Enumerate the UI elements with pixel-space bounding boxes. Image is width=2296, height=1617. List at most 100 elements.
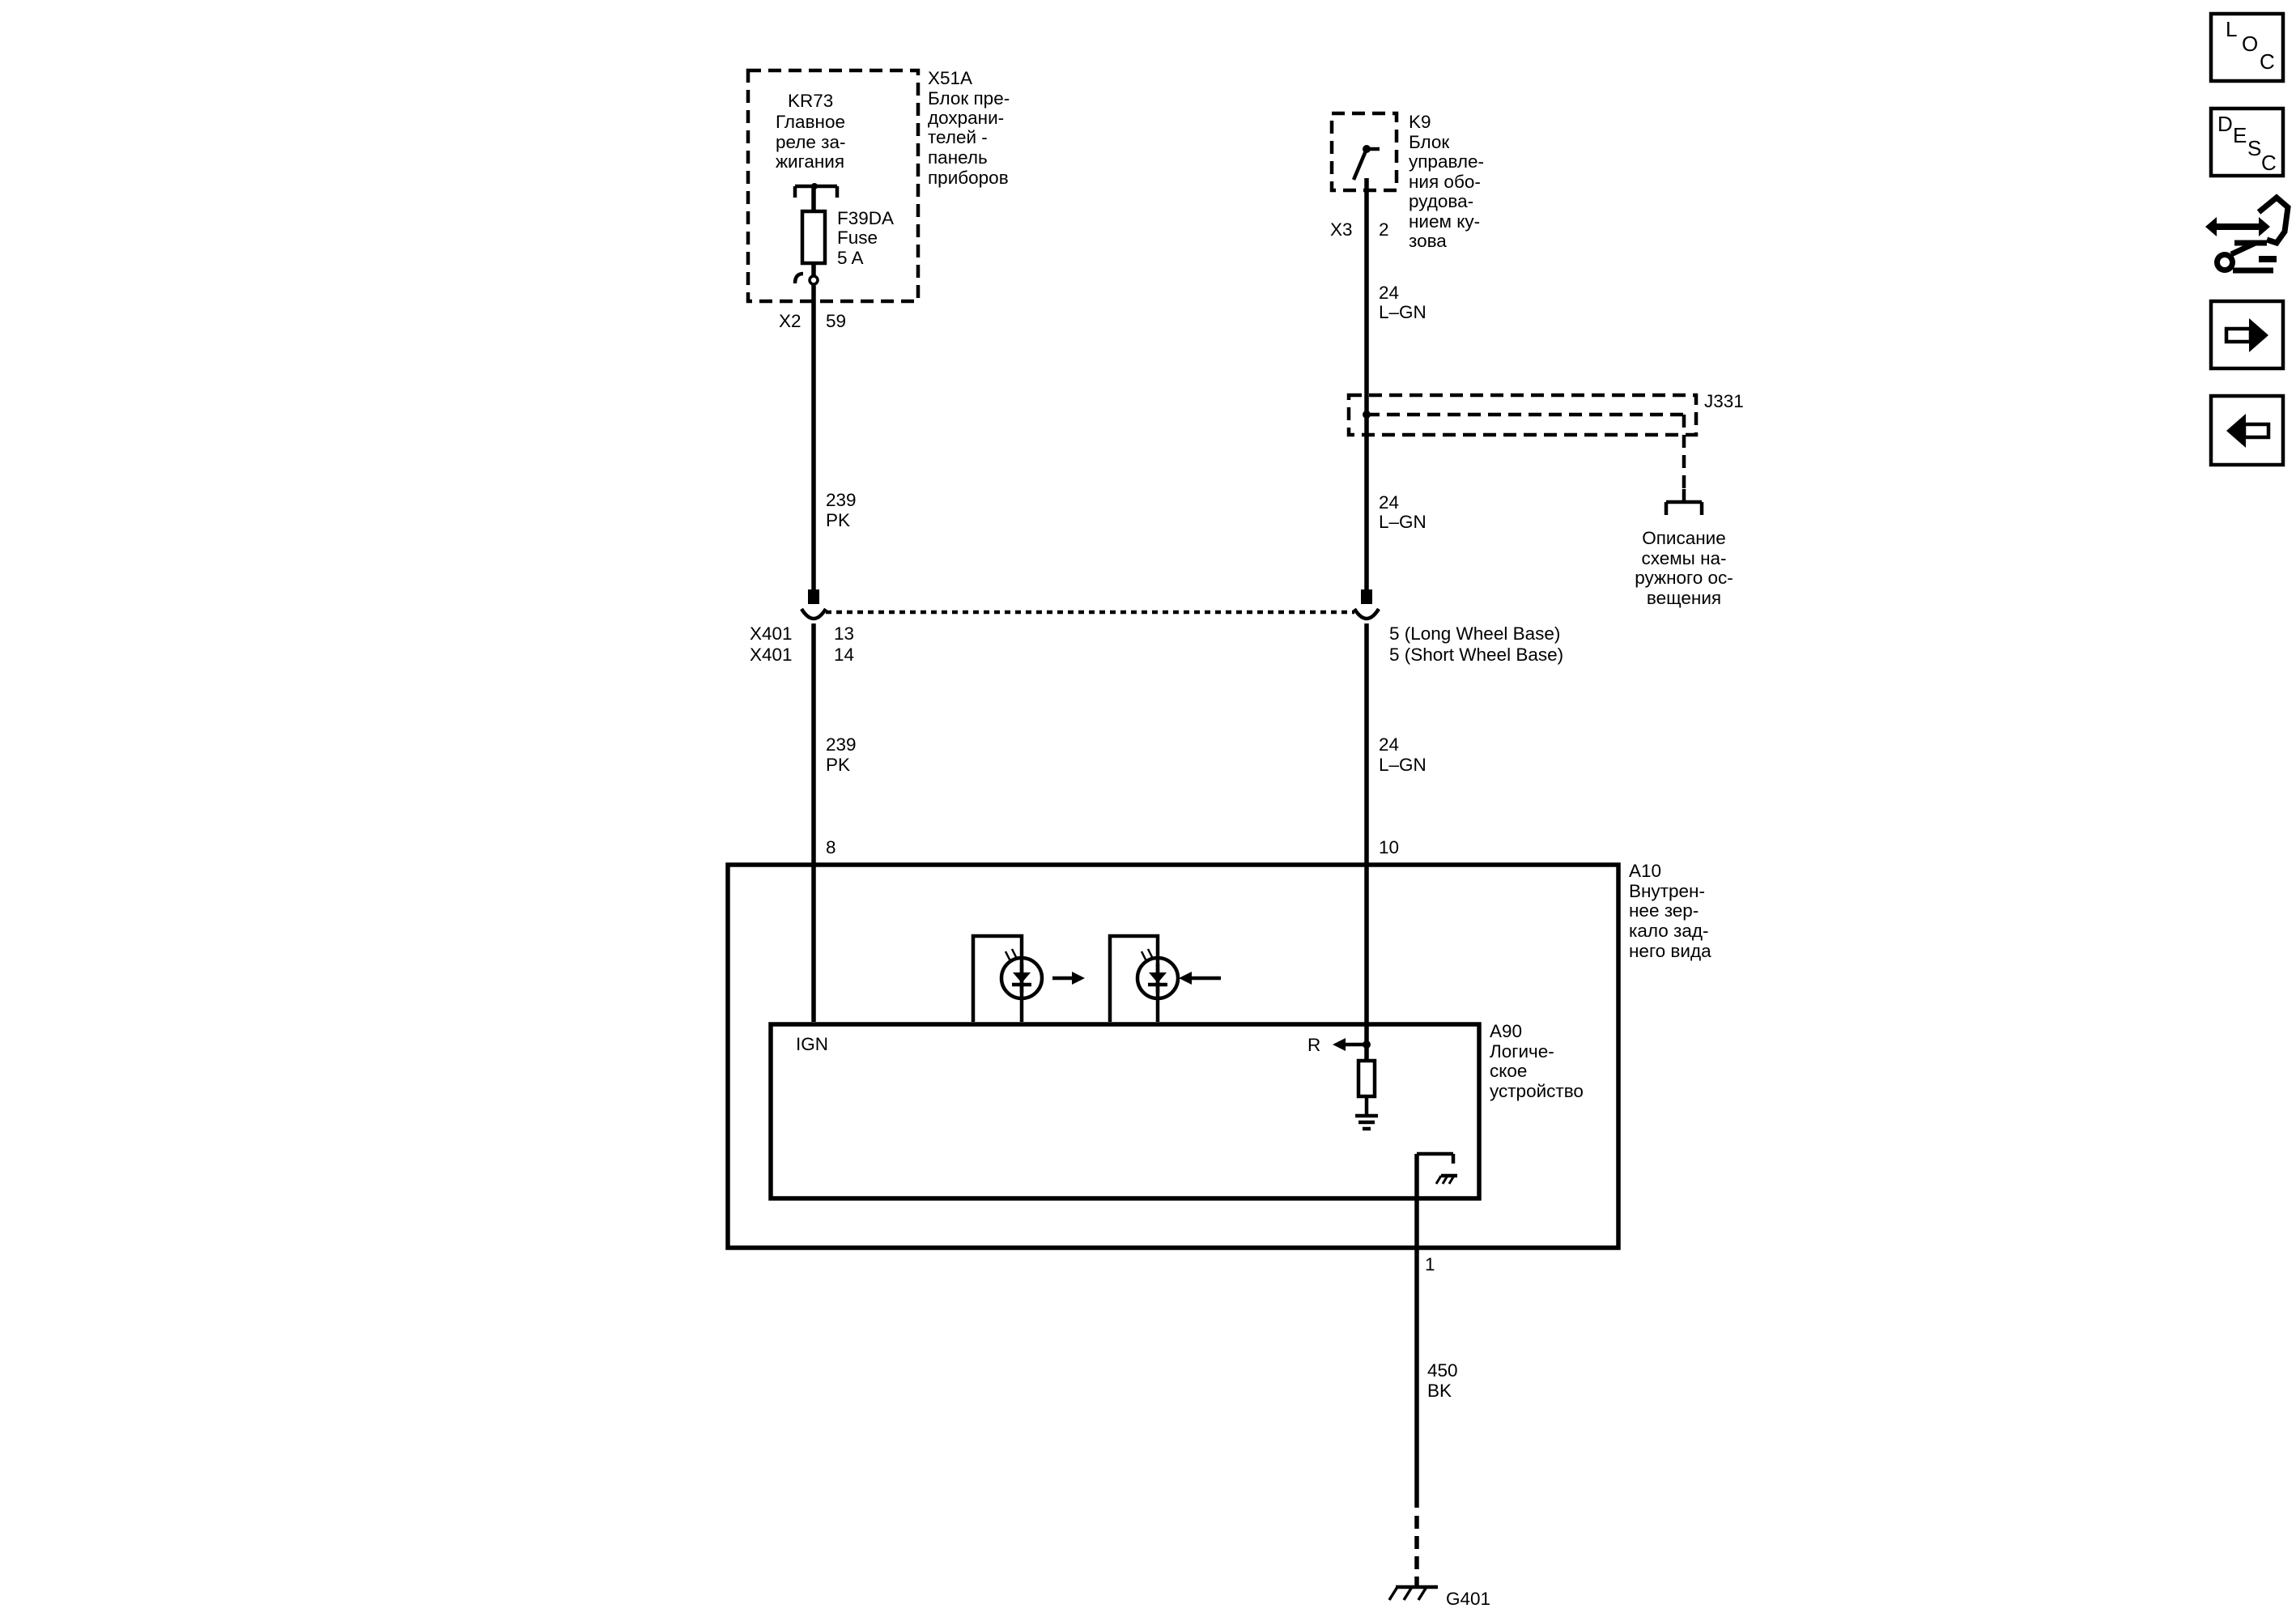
fuse-block-id: X51A [928, 68, 972, 88]
bcm-desc-4: рудова- [1409, 191, 1473, 211]
loc-letter-l: L [2226, 17, 2237, 41]
relay-desc-2: реле за- [776, 132, 846, 152]
fuse-id: F39DA [837, 208, 894, 228]
logic-outline [768, 1022, 1482, 1201]
relay-desc-1: Главное [776, 112, 845, 132]
signal-connector-pin [1361, 589, 1372, 604]
fuse-block-desc-5: приборов [928, 168, 1009, 188]
bcm-desc-3: ния обо- [1409, 172, 1481, 192]
splice-node [1363, 411, 1371, 419]
harness-routing-icon [2205, 194, 2291, 274]
x401-row1-pin: 13 [834, 623, 854, 644]
logic-desc-2: ское [1490, 1061, 1527, 1081]
loc-button[interactable]: L O C [2209, 11, 2285, 83]
desc-letter-d: D [2217, 112, 2233, 136]
logic-id: A90 [1490, 1021, 1522, 1041]
logic-a90: IGN R A90 Логиче- ское устройство [768, 1021, 1584, 1248]
sig-mid-color: L–GN [1379, 512, 1426, 532]
x401-row2-id: X401 [750, 645, 793, 665]
mirror-desc-3: кало зад- [1629, 921, 1708, 941]
internal-ground-symbol [1414, 1151, 1457, 1248]
splice-ref-2: схемы на- [1641, 548, 1726, 568]
mirror-a10: A10 Внутрен- нее зер- кало зад- него вид… [725, 837, 1711, 1274]
sig-lower-color: L–GN [1379, 755, 1426, 775]
splice-outline [1346, 393, 1699, 437]
x401-row2-pin-right: 5 (Short Wheel Base) [1389, 645, 1563, 665]
desc-letter-s: S [2247, 136, 2261, 160]
desc-letter-c: C [2261, 151, 2277, 175]
bcm-outline [1329, 111, 1399, 193]
chassis-ground-g401: G401 [1388, 1585, 1490, 1609]
arrow-right-icon [2224, 318, 2268, 352]
signal-connector-cup [1353, 607, 1380, 621]
loc-letter-c: C [2260, 49, 2275, 74]
fuse-rating: 5 A [837, 248, 864, 268]
mirror-desc-2: нее зер- [1629, 900, 1699, 921]
fuse-block-x51a: X51A Блок пре- дохрани- телей - панель п… [746, 68, 1010, 331]
ground-id: G401 [1446, 1589, 1490, 1609]
splice-ref-1: Описание [1642, 528, 1726, 548]
bcm-desc-1: Блок [1409, 132, 1449, 152]
fuse-f39da-symbol [800, 209, 827, 266]
desc-button[interactable]: D E S C [2209, 106, 2285, 178]
arrow-left-icon [2226, 414, 2271, 448]
next-button[interactable] [2209, 299, 2285, 371]
bcm-desc-6: зова [1409, 231, 1447, 251]
mirror-pin-sig: 10 [1379, 837, 1399, 857]
sig-lower-circuit: 24 [1379, 734, 1399, 755]
splice-j331: J331 Описание схемы на- ружного ос- веще… [1346, 391, 1744, 608]
mirror-outline [725, 862, 1621, 1250]
fuse-block-desc-2: дохрани- [928, 108, 1004, 128]
x401-row1-pin-right: 5 (Long Wheel Base) [1389, 623, 1560, 644]
fuse-block-desc-3: телей - [928, 127, 988, 147]
sig-top-color: L–GN [1379, 302, 1426, 322]
sig-top-circuit: 24 [1379, 283, 1399, 303]
splice-ref-3: ружного ос- [1635, 568, 1733, 588]
bcm-switch-blade [1351, 148, 1369, 181]
loc-letter-o: O [2242, 32, 2258, 56]
logic-desc-1: Логиче- [1490, 1041, 1554, 1062]
prev-button[interactable] [2209, 394, 2285, 467]
r-input-circuit [1333, 1038, 1378, 1131]
mirror-pin-gnd: 1 [1425, 1254, 1435, 1274]
harness-routing-button[interactable] [2205, 194, 2291, 274]
sig-mid-circuit: 24 [1379, 492, 1399, 513]
relay-contact-symbol [793, 183, 840, 198]
bcm-k9: K9 Блок управле- ния обо- рудова- нием к… [1329, 111, 1484, 251]
ground-circuit: 450 [1427, 1360, 1458, 1381]
relay-id: KR73 [788, 91, 833, 111]
ign-lower-color: PK [826, 755, 850, 775]
inline-connector-x401: X401 13 5 (Long Wheel Base) X401 14 5 (S… [750, 610, 1563, 665]
x401-row1-id: X401 [750, 623, 793, 644]
ground-color: BK [1427, 1381, 1452, 1401]
bcm-desc-2: управле- [1409, 151, 1484, 172]
fuse-block-desc-1: Блок пре- [928, 88, 1010, 109]
mirror-desc-1: Внутрен- [1629, 881, 1705, 901]
desc-letter-e: E [2233, 123, 2247, 147]
mirror-pin-ign: 8 [826, 837, 836, 857]
fuse-block-desc-4: панель [928, 147, 988, 168]
ign-lower-circuit: 239 [826, 734, 857, 755]
bcm-pin: 2 [1379, 219, 1389, 240]
ign-connector-cup [800, 607, 827, 621]
rear-light-sensor [1108, 934, 1221, 1022]
bcm-id: K9 [1409, 112, 1431, 132]
connector-hook-symbol [793, 271, 804, 284]
ign-connector-pin [808, 589, 819, 604]
forward-light-sensor [971, 934, 1085, 1022]
fuse-block-connector: X2 [779, 311, 801, 331]
connector-terminal [808, 274, 819, 286]
resistor-symbol [1356, 1058, 1377, 1099]
mirror-id: A10 [1629, 861, 1661, 881]
x401-row2-pin: 14 [834, 645, 854, 665]
relay-desc-3: жигания [776, 151, 844, 172]
ign-upper-circuit: 239 [826, 490, 857, 510]
logic-desc-3: устройство [1490, 1081, 1584, 1101]
bcm-desc-5: нием ку- [1409, 211, 1480, 232]
ign-upper-color: PK [826, 510, 850, 530]
bcm-connector: X3 [1330, 219, 1353, 240]
splice-ref-4: вещения [1647, 588, 1721, 608]
logic-r-label: R [1307, 1035, 1320, 1055]
splice-id: J331 [1704, 391, 1744, 411]
